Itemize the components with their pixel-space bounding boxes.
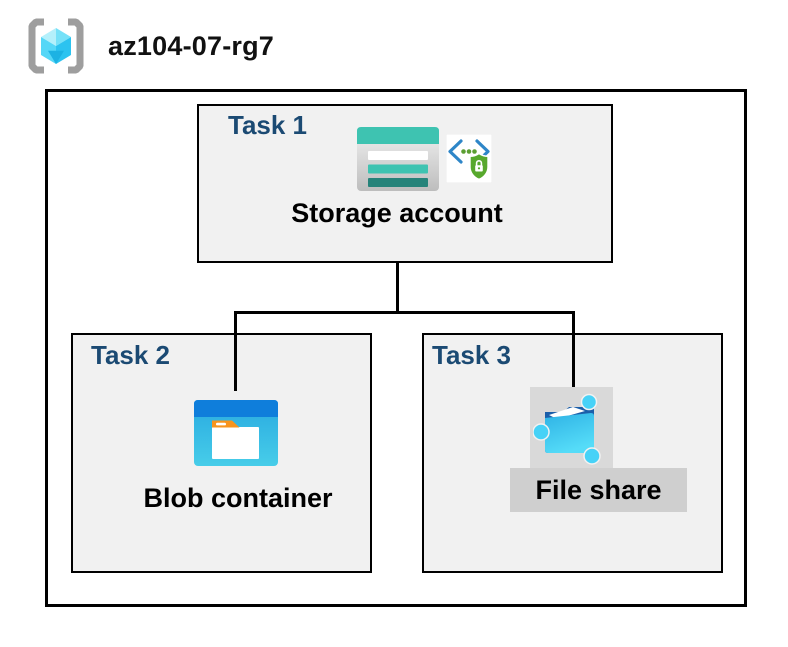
storage-account-icon bbox=[357, 127, 439, 191]
blob-container-icon bbox=[194, 400, 278, 466]
file-share-icon-background bbox=[530, 387, 613, 468]
task2-label: Task 2 bbox=[91, 340, 171, 370]
task1-label: Task 1 bbox=[228, 110, 308, 140]
blob-container-label: Blob container bbox=[143, 483, 333, 513]
secure-endpoint-icon bbox=[446, 134, 492, 183]
file-share-label-background: File share bbox=[510, 468, 687, 512]
resource-group-name: az104-07-rg7 bbox=[108, 30, 274, 61]
resource-group-header: az104-07-rg7 bbox=[24, 14, 274, 78]
file-share-icon bbox=[533, 393, 601, 465]
resource-group-icon bbox=[28, 18, 84, 74]
connector-storage-stem bbox=[396, 263, 399, 313]
connector-to-blob bbox=[234, 311, 237, 391]
storage-account-label: Storage account bbox=[291, 198, 503, 228]
task3-label: Task 3 bbox=[432, 340, 512, 370]
connector-horizontal bbox=[234, 311, 575, 314]
file-share-label: File share bbox=[535, 474, 662, 505]
connector-to-fileshare bbox=[572, 311, 575, 389]
